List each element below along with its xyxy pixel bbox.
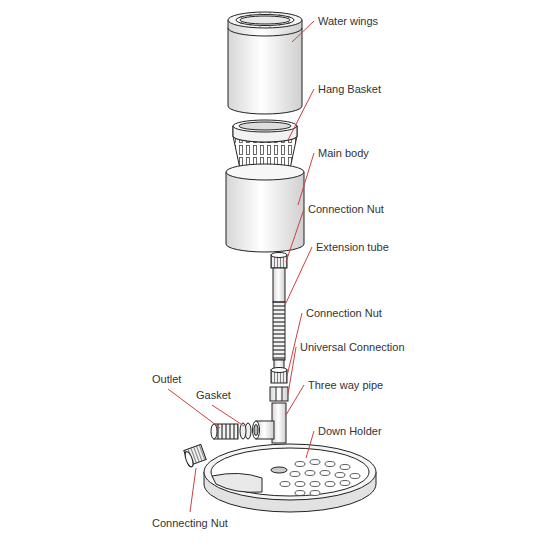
main-body [226, 164, 304, 252]
part-label: Down Holder [318, 424, 382, 438]
leader-lines [168, 21, 314, 512]
leader-line [190, 468, 196, 512]
leader-line [288, 89, 314, 140]
outlet [211, 424, 238, 439]
part-label: Three way pipe [308, 378, 383, 392]
part-label: Connection Nut [306, 306, 382, 320]
leader-line [306, 431, 314, 458]
part-label: Universal Connection [300, 340, 405, 354]
water-wings [228, 12, 302, 114]
leader-line [212, 405, 244, 426]
leader-line [292, 21, 314, 42]
connection-nut-lower [271, 368, 287, 384]
leader-line [285, 247, 312, 305]
part-label: Water wings [318, 14, 378, 28]
gasket [240, 423, 251, 439]
connection-nut-upper [271, 253, 287, 269]
three-way-pipe [253, 403, 287, 443]
part-label: Outlet [152, 372, 181, 386]
part-label: Connection Nut [308, 202, 384, 216]
universal-connection [270, 387, 288, 401]
part-label: Connecting Nut [152, 516, 228, 530]
part-label: Extension tube [316, 240, 389, 254]
leader-line [286, 209, 304, 262]
leader-line [286, 385, 304, 415]
leader-line [298, 153, 314, 205]
down-holder [204, 444, 376, 512]
connecting-nut [184, 444, 207, 467]
leader-line [288, 347, 296, 394]
leader-line [287, 313, 302, 376]
extension-tube [273, 268, 285, 369]
part-label: Gasket [196, 388, 231, 402]
part-label: Main body [318, 146, 369, 160]
part-label: Hang Basket [318, 82, 381, 96]
